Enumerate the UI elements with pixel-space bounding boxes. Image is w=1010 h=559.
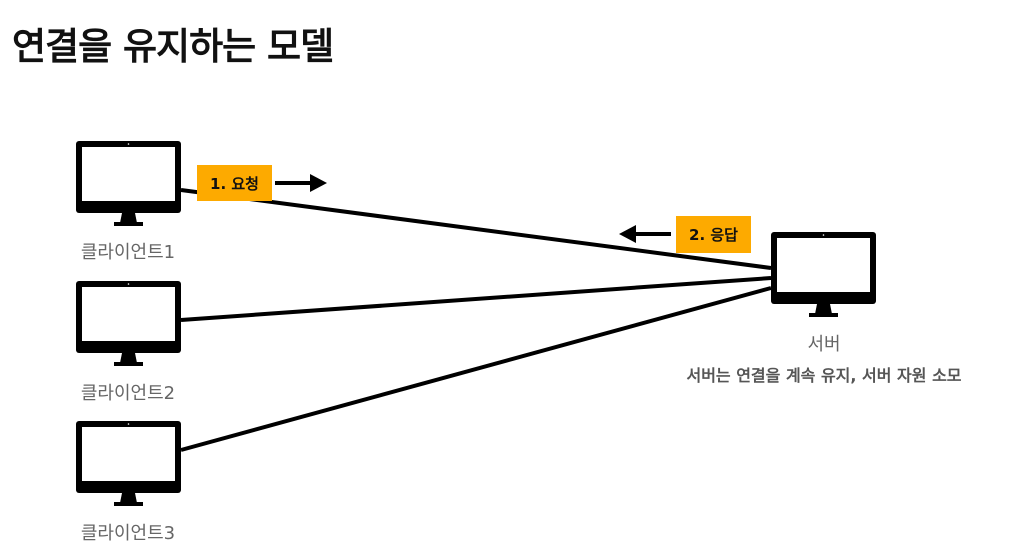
response-arrow-icon (619, 225, 671, 243)
connection-line-client2 (180, 276, 772, 322)
server-caption: 서버는 연결을 계속 유지, 서버 자원 소모 (686, 366, 962, 385)
server-label: 서버 (807, 334, 841, 355)
server-monitor-icon (771, 232, 876, 317)
response-step-label: 2. 응답 (676, 216, 751, 253)
client1-label: 클라이언트1 (80, 242, 176, 263)
request-step-label: 1. 요청 (197, 165, 272, 201)
client1-monitor-icon (76, 141, 181, 226)
connection-line-client3 (180, 286, 772, 452)
connection-line-client1 (180, 188, 772, 270)
client3-monitor-icon (76, 421, 181, 506)
client2-label: 클라이언트2 (80, 383, 176, 404)
request-arrow-icon (275, 174, 327, 192)
page-title: 연결을 유지하는 모델 (12, 25, 334, 68)
client3-label: 클라이언트3 (80, 523, 176, 544)
client2-monitor-icon (76, 281, 181, 366)
